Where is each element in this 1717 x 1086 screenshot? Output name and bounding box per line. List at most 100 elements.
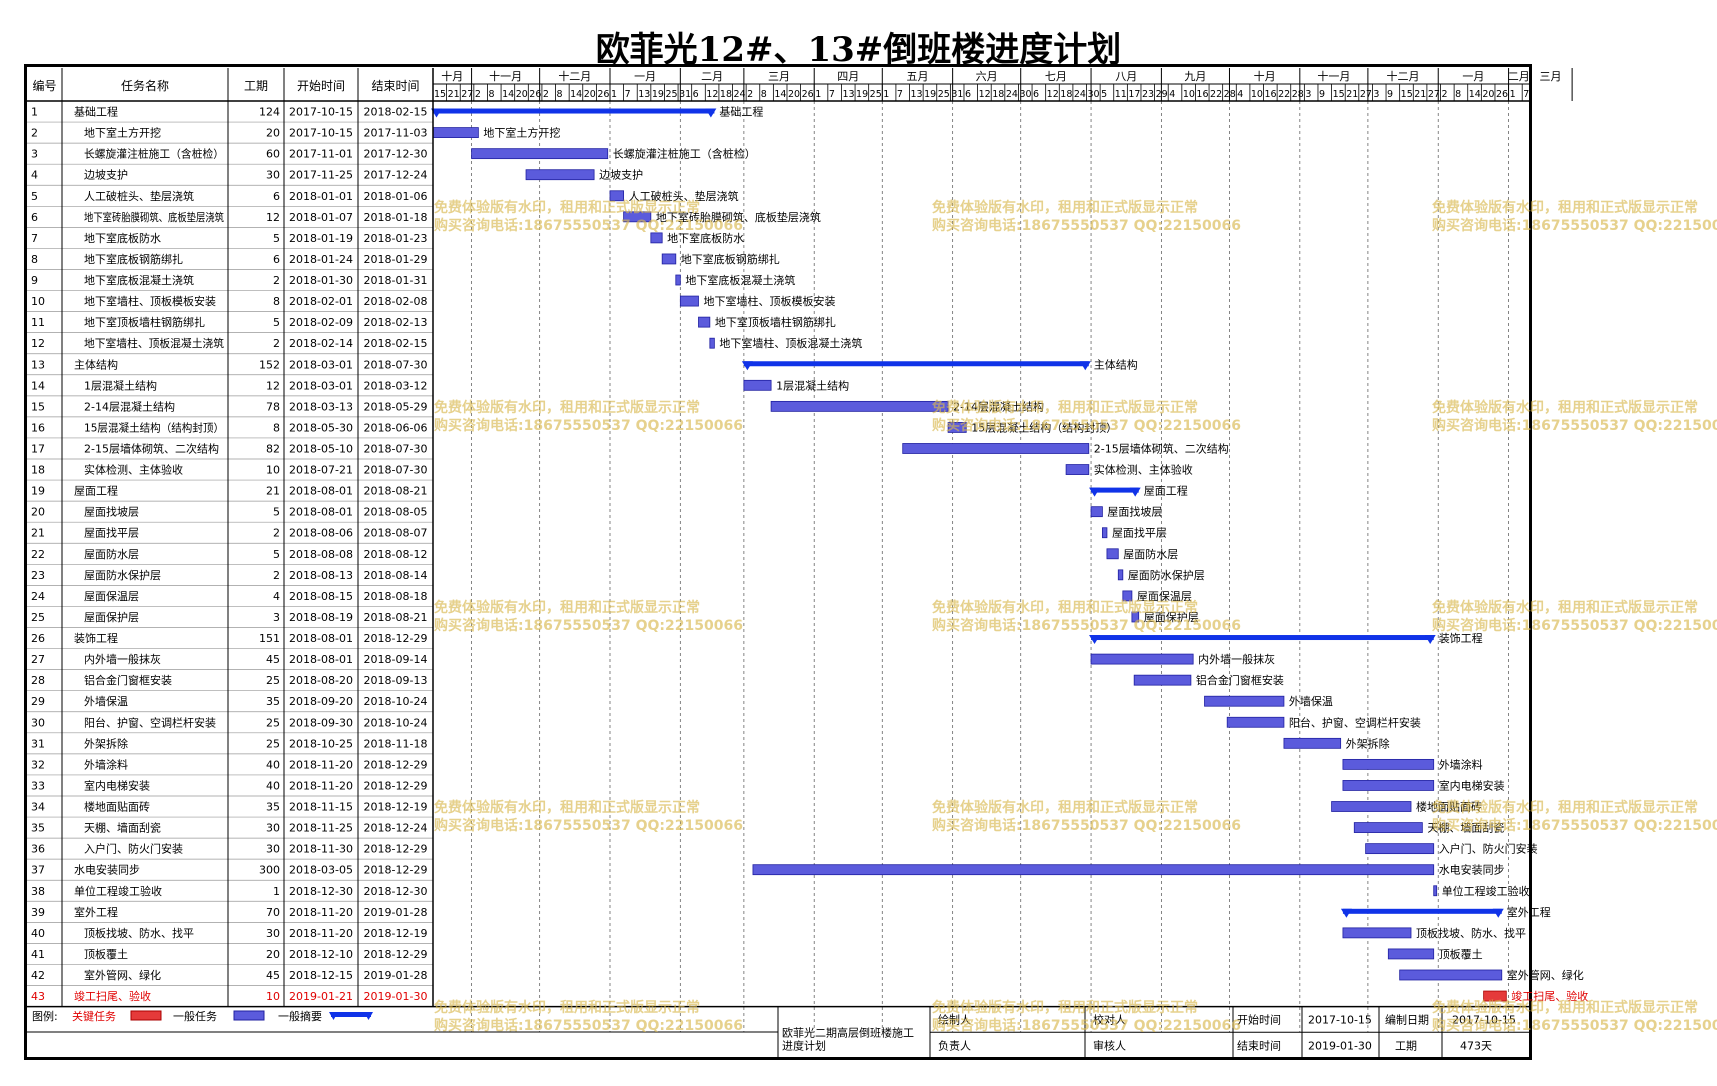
end-value: 2019-01-30: [1308, 1039, 1372, 1052]
task-duration: 60: [266, 148, 280, 161]
task-end: 2018-03-12: [364, 379, 428, 392]
responsible-label: 负责人: [938, 1038, 971, 1052]
task-start: 2018-01-07: [289, 211, 353, 224]
watermark-line2: 购买咨询电话:18675550537 QQ:22150066: [1432, 617, 1717, 634]
task-end: 2019-01-28: [364, 969, 428, 982]
day-tick-label: 21: [1414, 89, 1426, 100]
watermark-line1: 免费体验版有水印，租用和正式版显示正常: [932, 199, 1198, 216]
task-name: 水电安装同步: [74, 863, 140, 877]
gantt-task-bar: [1131, 611, 1140, 623]
day-tick-label: 4: [1237, 89, 1243, 100]
day-tick-label: 25: [665, 89, 677, 100]
task-name: 顶板找坡、防水、找平: [84, 926, 194, 940]
gantt-bar-label: 屋面保温层: [1137, 589, 1192, 603]
day-tick-label: 2: [747, 89, 753, 100]
task-id: 43: [31, 990, 45, 1003]
gantt-bar-label: 室外工程: [1507, 905, 1551, 919]
task-start: 2018-08-19: [289, 611, 353, 624]
task-name: 实体检测、主体验收: [84, 463, 183, 477]
task-duration: 30: [266, 927, 280, 940]
task-id: 34: [31, 801, 45, 814]
legend-summary-swatch: [331, 1012, 371, 1017]
task-end: 2018-08-21: [364, 485, 428, 498]
gantt-bar-label: 阳台、护窗、空调栏杆安装: [1289, 715, 1421, 729]
day-tick-label: 27: [1360, 89, 1372, 100]
task-name: 长螺旋灌注桩施工（含桩检）: [84, 147, 224, 161]
gantt-bar-label: 外墙保温: [1289, 694, 1333, 708]
day-tick-label: 16: [1265, 89, 1277, 100]
legend-label: 图例:: [32, 1009, 58, 1023]
gantt-bar-label: 地下室土方开挖: [483, 126, 560, 140]
month-label: 六月: [976, 70, 998, 83]
task-id: 28: [31, 674, 45, 687]
total-duration-label: 工期: [1395, 1039, 1417, 1052]
task-duration: 10: [266, 990, 280, 1003]
gantt-bar-label: 水电安装同步: [1439, 863, 1505, 877]
gantt-bar-label: 外墙涂料: [1439, 757, 1483, 771]
month-label: 十二月: [558, 69, 591, 83]
task-name: 地下室底板钢筋绑扎: [84, 252, 183, 266]
month-label: 三月: [1540, 70, 1562, 83]
gantt-bar-label: 楼地面贴面砖: [1416, 800, 1482, 814]
task-duration: 10: [266, 464, 280, 477]
day-tick-label: 24: [734, 89, 746, 100]
task-id: 6: [31, 211, 38, 224]
task-duration: 5: [273, 506, 280, 519]
task-name: 地下室墙柱、顶板混凝土浇筑: [84, 336, 224, 350]
task-end: 2018-11-18: [364, 737, 428, 750]
day-tick-label: 8: [488, 89, 494, 100]
task-duration: 6: [273, 253, 280, 266]
task-name: 竣工扫尾、验收: [74, 989, 151, 1003]
watermark-line2: 购买咨询电话:18675550537 QQ:22150066: [434, 417, 743, 434]
task-duration: 3: [273, 611, 280, 624]
task-start: 2018-02-09: [289, 316, 353, 329]
header-start: 开始时间: [297, 79, 345, 93]
task-name: 顶板覆土: [84, 947, 128, 961]
task-id: 35: [31, 822, 45, 835]
day-tick-label: 23: [1142, 89, 1154, 100]
gantt-bar-label: 屋面工程: [1144, 485, 1188, 498]
total-duration-value: 473天: [1460, 1039, 1492, 1052]
gantt-bar-label: 天棚、墙面刮瓷: [1427, 821, 1504, 835]
gantt-task-bar: [1283, 737, 1342, 749]
end-label: 结束时间: [1237, 1039, 1281, 1052]
month-label: 十一月: [489, 69, 522, 83]
task-end: 2018-08-18: [364, 590, 428, 603]
gantt-bar-label: 主体结构: [1094, 357, 1138, 371]
gantt-task-bar: [1090, 653, 1194, 665]
task-start: 2017-11-25: [289, 169, 353, 182]
day-tick-label: 20: [1482, 89, 1494, 100]
day-tick-label: 8: [557, 89, 563, 100]
task-end: 2018-12-24: [364, 822, 428, 835]
task-name: 室外工程: [74, 905, 118, 919]
month-label: 十二月: [1387, 69, 1420, 83]
task-end: 2017-12-24: [364, 169, 428, 182]
task-name: 室外管网、绿化: [84, 968, 161, 982]
gantt-bar-label: 15层混凝土结构（结构封顶）: [971, 420, 1117, 434]
gantt-summary-bar: [1091, 635, 1434, 641]
start-value: 2017-10-15: [1308, 1014, 1372, 1027]
task-start: 2018-11-20: [289, 758, 353, 771]
day-tick-label: 2: [543, 89, 549, 100]
task-end: 2017-12-30: [364, 148, 428, 161]
gantt-bar-label: 单位工程竣工验收: [1442, 884, 1530, 898]
watermark-line1: 免费体验版有水印，租用和正式版显示正常: [1432, 799, 1698, 816]
watermark-line1: 免费体验版有水印，租用和正式版显示正常: [434, 999, 700, 1016]
task-start: 2018-03-01: [289, 358, 353, 371]
gantt-task-bar: [1433, 885, 1438, 897]
gantt-task-bar: [432, 127, 479, 138]
watermark-line1: 免费体验版有水印，租用和正式版显示正常: [434, 599, 700, 616]
task-duration: 2: [273, 569, 280, 582]
gantt-bar-label: 外架拆除: [1346, 736, 1390, 750]
day-tick-label: 5: [1101, 89, 1107, 100]
task-duration: 20: [266, 127, 280, 140]
watermark-line1: 免费体验版有水印，租用和正式版显示正常: [1432, 599, 1698, 616]
task-name: 屋面工程: [74, 485, 118, 498]
gantt-bar-label: 屋面防水保护层: [1128, 568, 1205, 582]
gantt-bar-label: 顶板找坡、防水、找平: [1416, 926, 1526, 940]
task-duration: 45: [266, 653, 280, 666]
day-tick-label: 18: [720, 89, 732, 100]
task-name: 铝合金门窗框安装: [84, 673, 172, 687]
task-duration: 35: [266, 801, 280, 814]
task-name: 地下室顶板墙柱钢筋绑扎: [84, 315, 205, 329]
